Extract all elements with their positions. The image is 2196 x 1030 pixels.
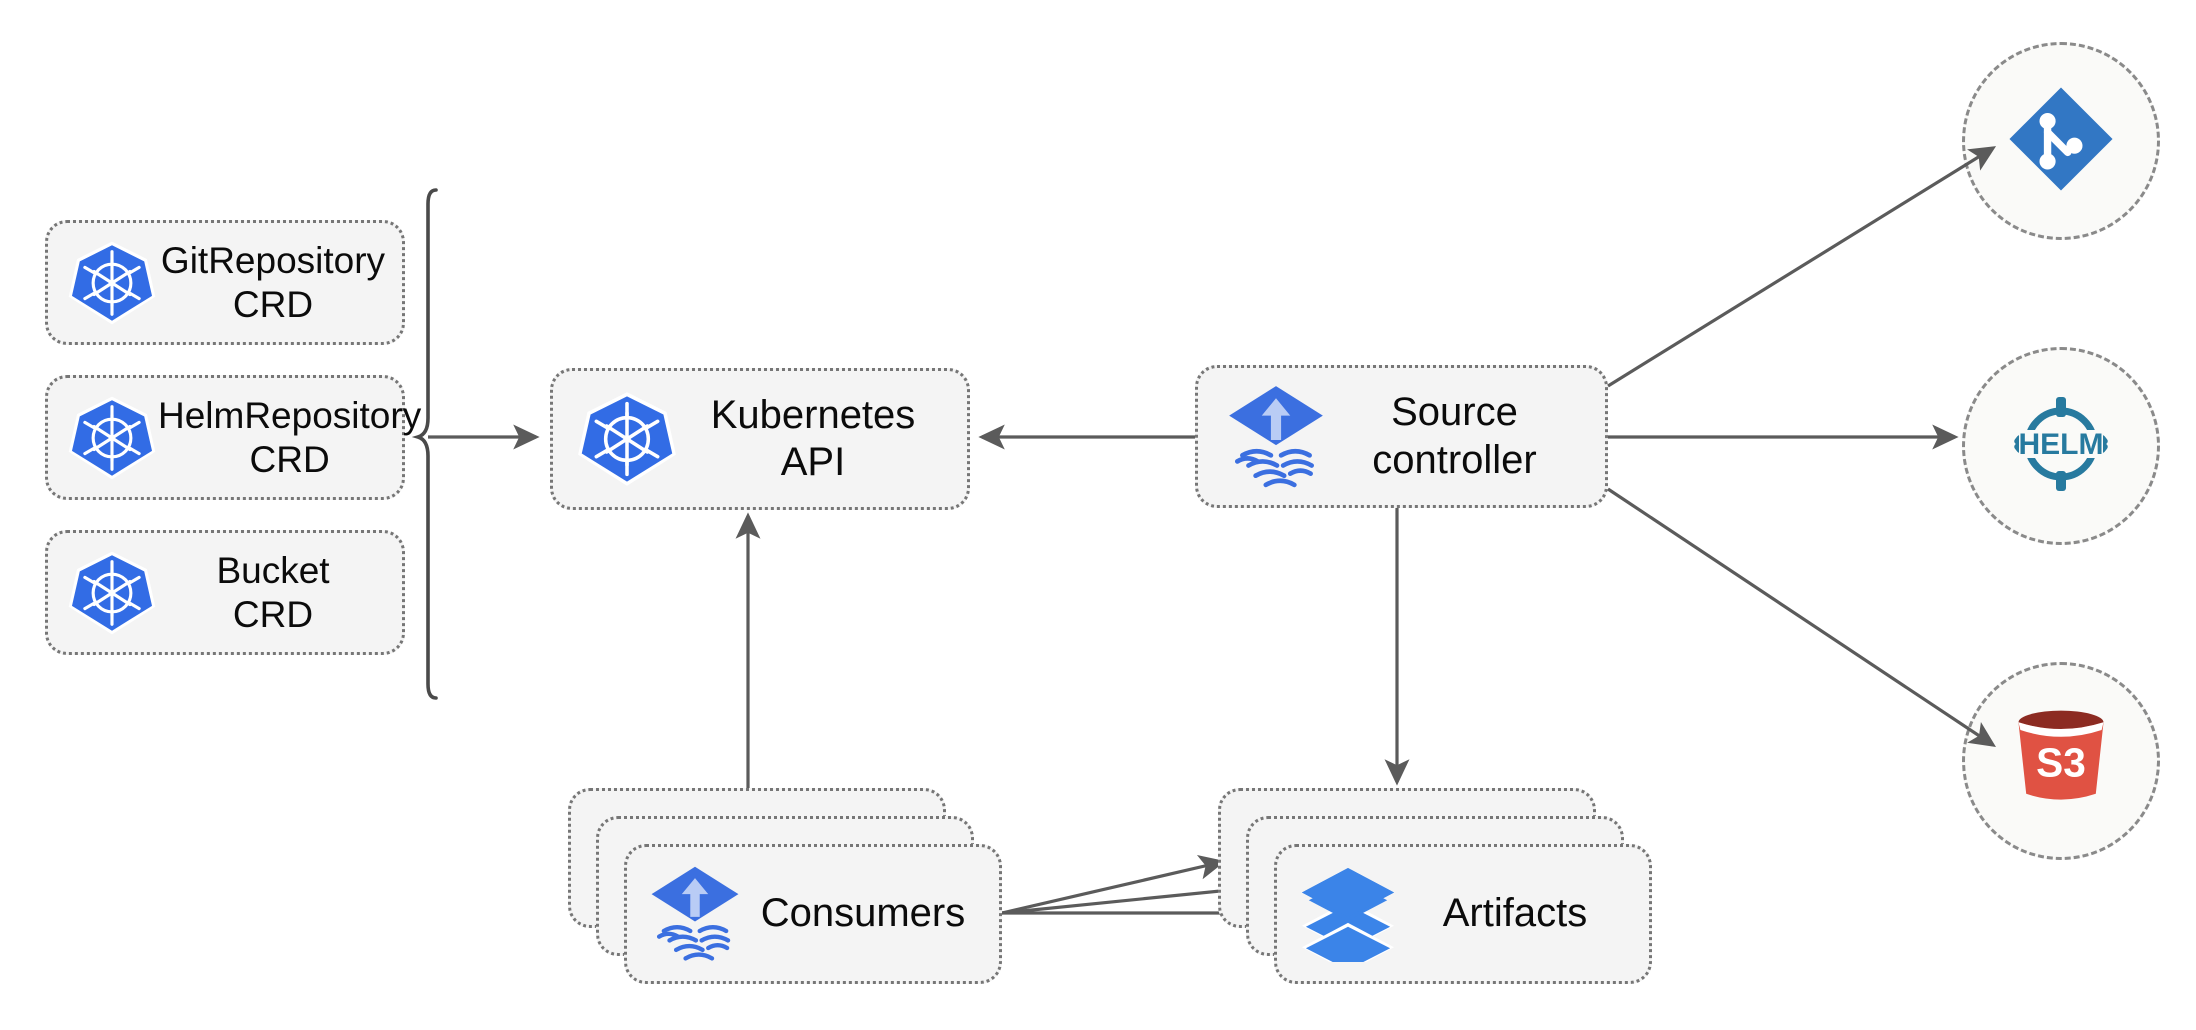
node-source-controller[interactable]: Source controller (1195, 365, 1608, 508)
helm-label: HELM (2019, 428, 2104, 461)
node-label-source-controller: Source controller (1372, 390, 1537, 482)
helm-icon: HELM (2001, 384, 2121, 509)
endpoint-helm[interactable]: HELM (1962, 347, 2160, 545)
kubernetes-icon (66, 547, 158, 639)
crd-box-helmrepository[interactable]: HelmRepository CRD (45, 375, 421, 500)
edge-consumers-to-artifacts-middle (1001, 877, 1254, 915)
crd-label-helmrepository: HelmRepository CRD (158, 394, 422, 480)
crd-box-gitrepository[interactable]: GitRepository CRD (45, 220, 405, 345)
edge-source-controller-to-s3 (1607, 487, 1996, 747)
edge-source-controller-to-git (1607, 146, 1997, 388)
s3-label: S3 (2036, 739, 2086, 785)
node-kubernetes-api[interactable]: Kubernetes API (550, 368, 970, 510)
edge-consumers-to-artifacts-back (1001, 854, 1226, 915)
endpoint-s3[interactable]: S3 (1962, 662, 2160, 860)
node-label-kubernetes-api: Kubernetes API (710, 392, 916, 484)
crd-box-bucket[interactable]: Bucket CRD (45, 530, 405, 655)
kubernetes-icon (575, 387, 679, 491)
crd-label-bucket: Bucket CRD (216, 549, 330, 635)
s3-bucket-icon: S3 (2003, 701, 2119, 822)
endpoint-git[interactable] (1962, 42, 2160, 240)
layers-icon (1299, 866, 1397, 962)
git-icon (2005, 83, 2117, 200)
kubernetes-icon (66, 237, 158, 329)
flux-icon (647, 863, 743, 965)
node-consumers[interactable]: Consumers (624, 844, 1002, 984)
flux-icon (1224, 382, 1328, 492)
node-label-consumers: Consumers (760, 891, 966, 936)
node-artifacts[interactable]: Artifacts (1274, 844, 1652, 984)
crd-label-gitrepository: GitRepository CRD (160, 239, 386, 325)
kubernetes-icon (66, 392, 158, 484)
node-label-artifacts: Artifacts (1442, 891, 1588, 936)
